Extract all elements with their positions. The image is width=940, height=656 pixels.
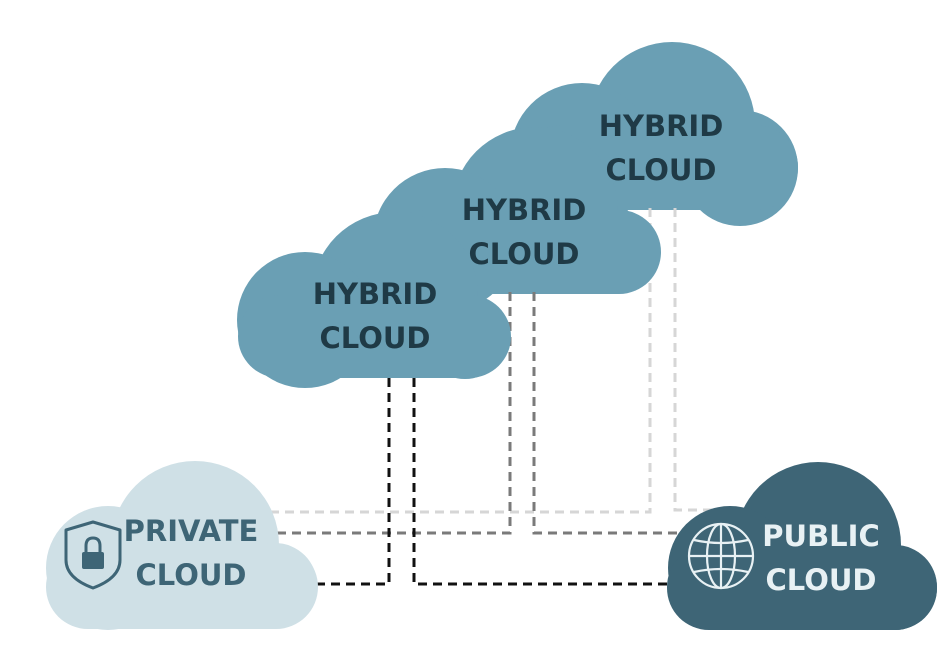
hybrid-middle-line2: CLOUD bbox=[468, 237, 579, 271]
private-line1: PRIVATE bbox=[124, 514, 259, 548]
hybrid-back-line1: HYBRID bbox=[599, 109, 724, 143]
link-middle-to-private bbox=[270, 292, 512, 535]
link-back-to-public bbox=[673, 208, 752, 512]
links-front-hybrid bbox=[300, 378, 700, 586]
globe-icon bbox=[687, 522, 755, 590]
cloud-shape bbox=[46, 461, 318, 630]
hybrid-front-line1: HYBRID bbox=[313, 277, 438, 311]
public-cloud: PUBLIC CLOUD bbox=[667, 462, 937, 630]
links-middle-hybrid bbox=[270, 292, 700, 535]
public-line1: PUBLIC bbox=[762, 519, 879, 553]
link-front-to-public bbox=[412, 378, 700, 586]
lock-shield-icon bbox=[64, 520, 122, 590]
hybrid-cloud-front bbox=[237, 212, 511, 388]
hybrid-middle-line1: HYBRID bbox=[462, 193, 587, 227]
hybrid-cloud-front-label: HYBRID CLOUD bbox=[313, 277, 438, 355]
private-line2: CLOUD bbox=[135, 558, 246, 592]
cloud-shape bbox=[237, 212, 511, 388]
hybrid-cloud-middle-label: HYBRID CLOUD bbox=[462, 193, 587, 271]
hybrid-back-line2: CLOUD bbox=[605, 153, 716, 187]
private-cloud: PRIVATE CLOUD bbox=[46, 461, 318, 630]
link-middle-to-public bbox=[532, 292, 700, 535]
link-front-to-private bbox=[300, 378, 391, 586]
hybrid-front-line2: CLOUD bbox=[319, 321, 430, 355]
public-line2: CLOUD bbox=[765, 563, 876, 597]
hybrid-cloud-back-label: HYBRID CLOUD bbox=[599, 109, 724, 187]
link-back-to-private bbox=[270, 208, 652, 514]
